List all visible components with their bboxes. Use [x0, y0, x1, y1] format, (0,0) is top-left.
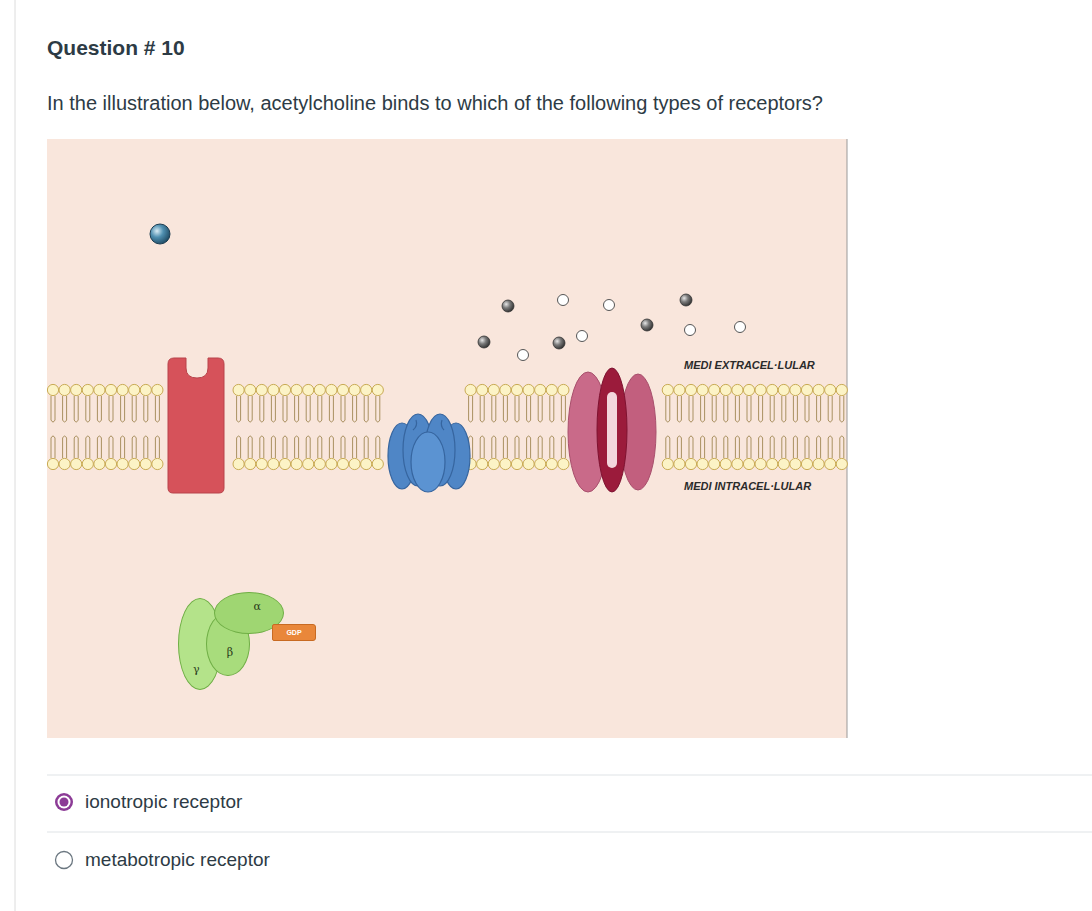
radio-selected-ring — [58, 796, 71, 809]
radio-selected — [55, 793, 73, 811]
region-label: MEDI INTRACEL·LULAR — [684, 480, 811, 492]
subunit-label: β — [227, 647, 233, 658]
nicotinic-acetylcholine-receptor — [568, 368, 656, 492]
option-separator — [47, 832, 1092, 833]
page-edge — [15, 0, 16, 911]
illustration-edge — [847, 139, 848, 738]
answer-option: metabotropic receptor — [85, 849, 270, 871]
g-protein-coupled-receptor — [168, 358, 224, 493]
radio-selected-dot — [60, 798, 69, 807]
answer-option: ionotropic receptor — [85, 791, 242, 813]
subunit-label: γ — [193, 664, 200, 675]
question-text: In the illustration below, acetylcholine… — [47, 92, 823, 115]
subunit-label: α — [254, 601, 261, 612]
ion-channel-blue — [388, 414, 470, 492]
gdp-tag: GDP — [272, 624, 316, 641]
radio-unselected — [56, 852, 73, 869]
neurotransmitter-molecules — [150, 224, 746, 361]
question-title: Question # 10 — [47, 36, 185, 60]
gdp-label: GDP — [286, 629, 301, 636]
illustration-ground — [47, 139, 847, 738]
region-label: MEDI EXTRACEL·LULAR — [684, 359, 815, 371]
option-separator — [47, 775, 1092, 776]
